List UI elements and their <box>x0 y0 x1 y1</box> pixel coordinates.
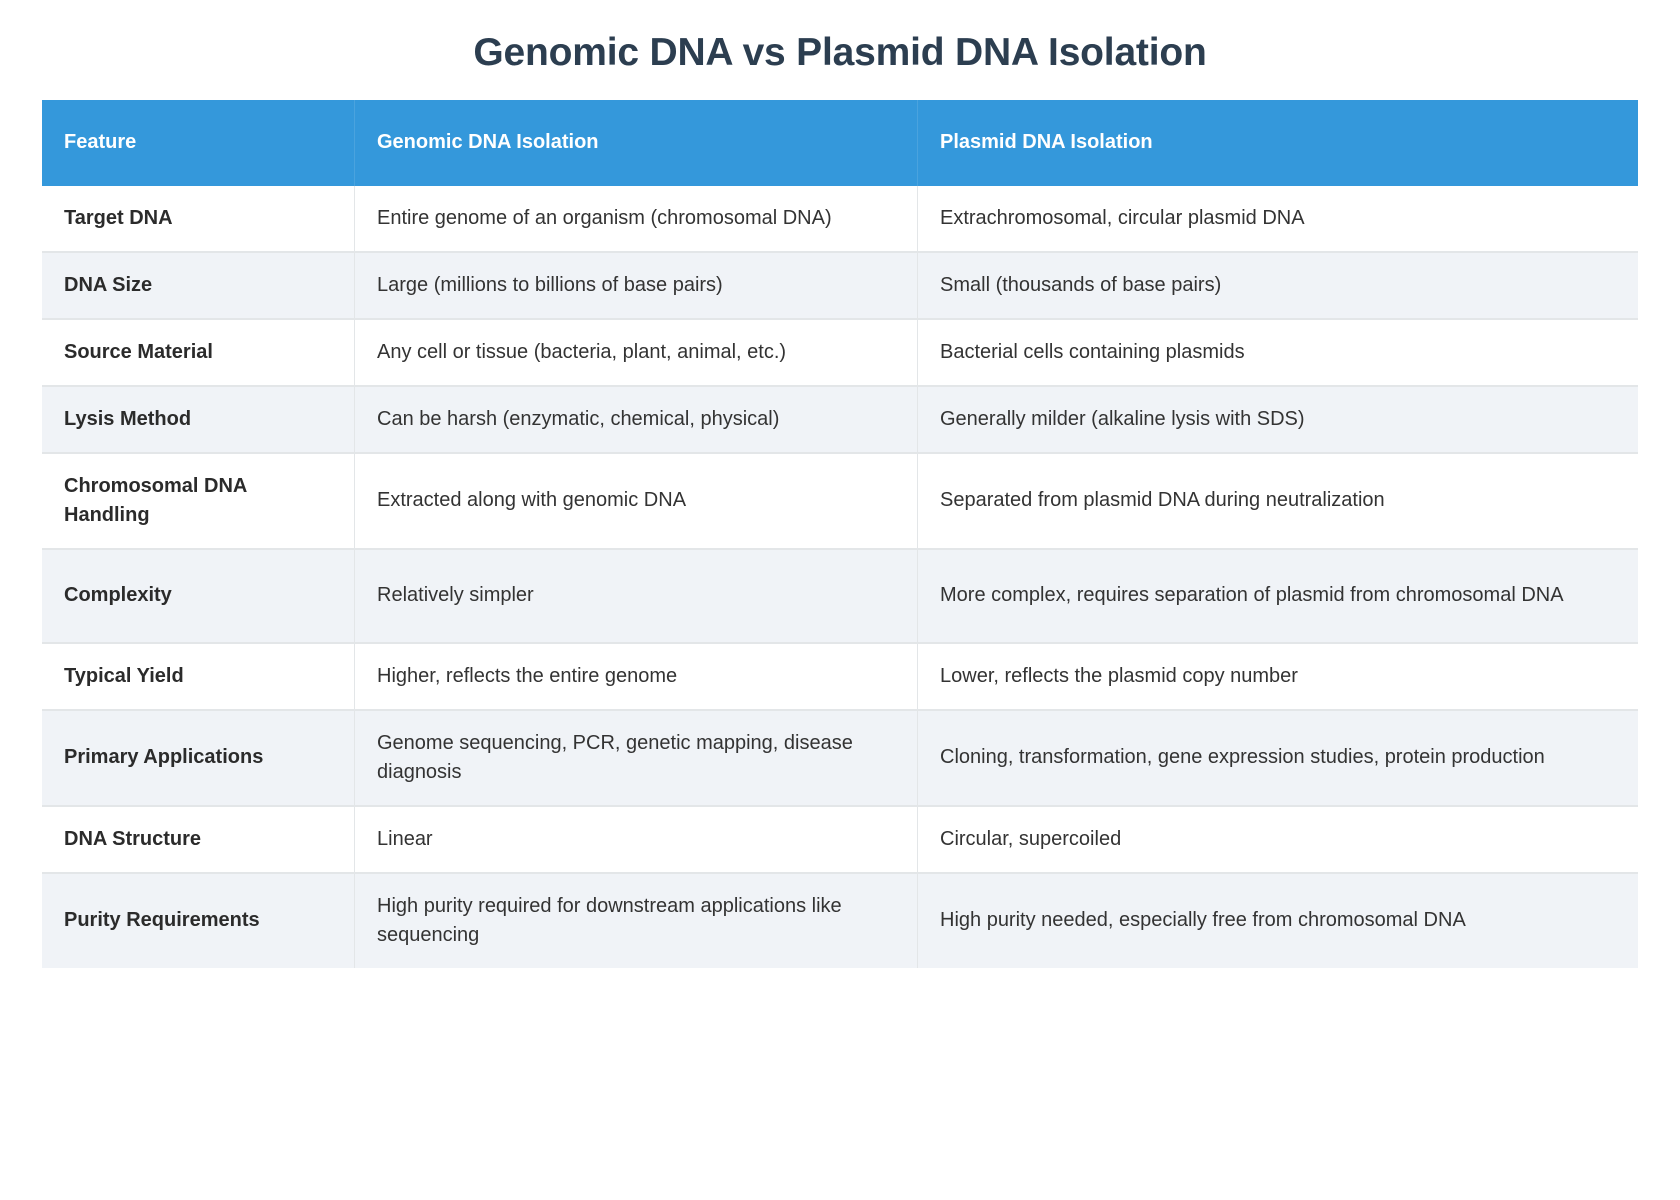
cell-feature: Primary Applications <box>42 710 355 807</box>
table-row: Lysis Method Can be harsh (enzymatic, ch… <box>42 386 1638 454</box>
cell-genomic: Linear <box>355 806 918 874</box>
cell-plasmid: Bacterial cells containing plasmids <box>918 319 1638 387</box>
table-row: Complexity Relatively simpler More compl… <box>42 549 1638 644</box>
table-row: DNA Size Large (millions to billions of … <box>42 252 1638 320</box>
table-header-row: Feature Genomic DNA Isolation Plasmid DN… <box>42 99 1638 186</box>
cell-genomic: Any cell or tissue (bacteria, plant, ani… <box>355 319 918 387</box>
cell-feature: Typical Yield <box>42 643 355 711</box>
cell-genomic: Higher, reflects the entire genome <box>355 643 918 711</box>
cell-genomic: Relatively simpler <box>355 549 918 644</box>
cell-plasmid: Cloning, transformation, gene expression… <box>918 710 1638 807</box>
cell-plasmid: Extrachromosomal, circular plasmid DNA <box>918 185 1638 253</box>
cell-plasmid: Circular, supercoiled <box>918 806 1638 874</box>
column-header-feature: Feature <box>42 99 355 186</box>
cell-plasmid: Lower, reflects the plasmid copy number <box>918 643 1638 711</box>
cell-genomic: Large (millions to billions of base pair… <box>355 252 918 320</box>
comparison-table-container: Feature Genomic DNA Isolation Plasmid DN… <box>42 99 1638 968</box>
cell-feature: DNA Size <box>42 252 355 320</box>
table-row: Primary Applications Genome sequencing, … <box>42 710 1638 807</box>
cell-genomic: Extracted along with genomic DNA <box>355 453 918 550</box>
table-row: Source Material Any cell or tissue (bact… <box>42 319 1638 387</box>
cell-feature: Lysis Method <box>42 386 355 454</box>
cell-plasmid: More complex, requires separation of pla… <box>918 549 1638 644</box>
page-title: Genomic DNA vs Plasmid DNA Isolation <box>473 31 1207 74</box>
cell-genomic: Entire genome of an organism (chromosoma… <box>355 185 918 253</box>
table-row: DNA Structure Linear Circular, supercoil… <box>42 806 1638 874</box>
cell-plasmid: Separated from plasmid DNA during neutra… <box>918 453 1638 550</box>
cell-genomic: High purity required for downstream appl… <box>355 873 918 968</box>
cell-feature: Target DNA <box>42 185 355 253</box>
column-header-plasmid-dna-isolation: Plasmid DNA Isolation <box>918 99 1638 186</box>
table-row: Purity Requirements High purity required… <box>42 873 1638 968</box>
table-row: Target DNA Entire genome of an organism … <box>42 185 1638 253</box>
cell-plasmid: High purity needed, especially free from… <box>918 873 1638 968</box>
cell-genomic: Can be harsh (enzymatic, chemical, physi… <box>355 386 918 454</box>
table-header: Feature Genomic DNA Isolation Plasmid DN… <box>42 99 1638 186</box>
table-row: Typical Yield Higher, reflects the entir… <box>42 643 1638 711</box>
table-row: Chromosomal DNA Handling Extracted along… <box>42 453 1638 550</box>
column-header-genomic-dna-isolation: Genomic DNA Isolation <box>355 99 918 186</box>
cell-feature: DNA Structure <box>42 806 355 874</box>
table-body: Target DNA Entire genome of an organism … <box>42 185 1638 968</box>
cell-feature: Purity Requirements <box>42 873 355 968</box>
cell-feature: Source Material <box>42 319 355 387</box>
cell-genomic: Genome sequencing, PCR, genetic mapping,… <box>355 710 918 807</box>
cell-feature: Complexity <box>42 549 355 644</box>
cell-feature: Chromosomal DNA Handling <box>42 453 355 550</box>
comparison-table: Feature Genomic DNA Isolation Plasmid DN… <box>42 99 1638 968</box>
cell-plasmid: Small (thousands of base pairs) <box>918 252 1638 320</box>
cell-plasmid: Generally milder (alkaline lysis with SD… <box>918 386 1638 454</box>
